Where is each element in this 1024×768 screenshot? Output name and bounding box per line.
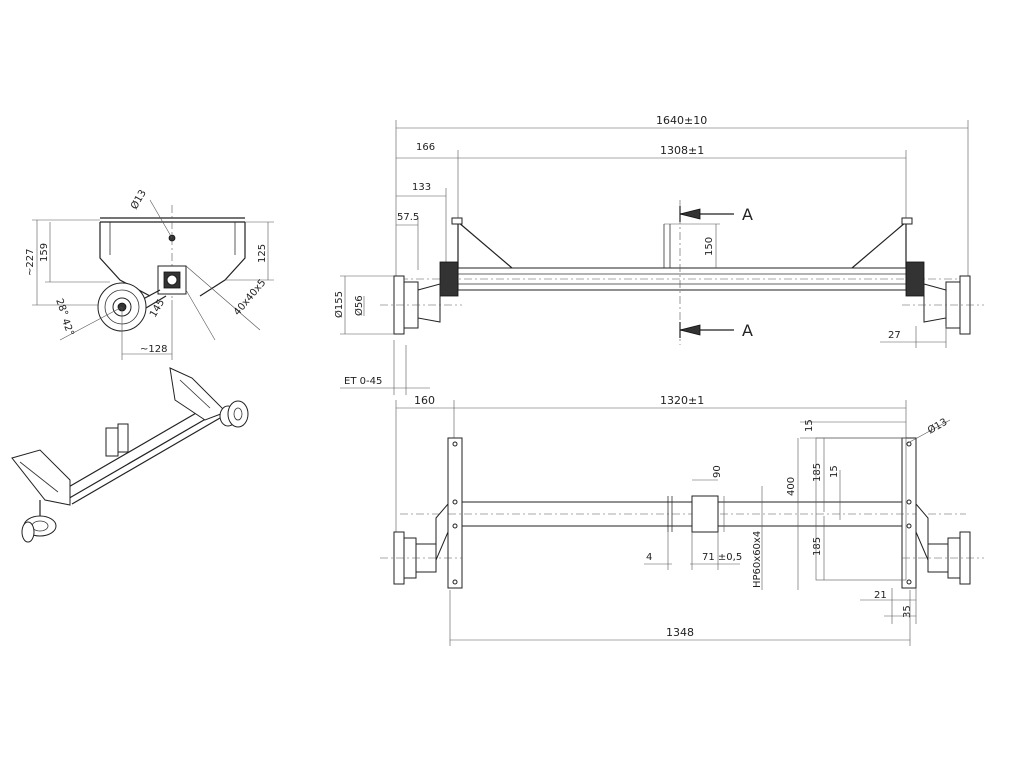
dim-hole-diameter: Ø13 [926,416,950,437]
side-hole-label: Ø13 [128,188,149,212]
dim-bracket-height: 150 [704,237,715,256]
dim-15-mid: 15 [829,465,840,478]
side-profile-label: 40x40x5 [232,277,268,318]
side-dim-227: ~227 [25,249,36,276]
top-view: 160 1320±1 1 [380,394,984,646]
dim-side-offset: 160 [414,394,435,407]
side-dim-128: ~128 [140,344,167,355]
side-dim-125: 125 [257,244,268,263]
section-label-top: A [742,205,753,224]
dim-total-length: 1640±10 [656,114,707,127]
dim-400: 400 [786,477,797,496]
dim-71: 71 ±0,5 [702,552,742,563]
side-dim-159: 159 [39,243,50,262]
dim-35: 35 [902,605,913,618]
front-view: 1640±10 166 1308±1 133 57.5 150 [333,114,984,395]
side-dim-145: 145 [148,297,167,319]
dim-mount-spacing: 1320±1 [660,394,704,407]
side-angle-42: 42° [59,317,75,337]
side-view: Ø13 ~227 159 125 28° 42° 145 40x40x5 ~12… [25,188,274,360]
profile-label: HP60x60x4 [752,531,763,588]
dim-185-lower: 185 [812,537,823,556]
dim-4: 4 [646,552,652,563]
dim-bore-diameter: Ø56 [353,295,365,316]
dim-15-top: 15 [804,419,815,432]
dim-27: 27 [888,330,901,341]
dim-21: 21 [874,590,887,601]
dim-flange-offset: 166 [416,142,435,153]
section-label-bottom: A [742,321,753,340]
dim-et-offset: ET 0-45 [344,376,382,387]
dim-1348: 1348 [666,626,694,639]
dim-185-upper: 185 [812,463,823,482]
dim-57-5: 57.5 [397,212,419,223]
dim-flange-spacing: 1308±1 [660,144,704,157]
dim-hub-diameter: Ø155 [333,291,345,318]
isometric-view [11,367,249,543]
dim-133: 133 [412,182,431,193]
dim-90: 90 [712,465,723,478]
side-angle-28: 28° [53,297,69,317]
